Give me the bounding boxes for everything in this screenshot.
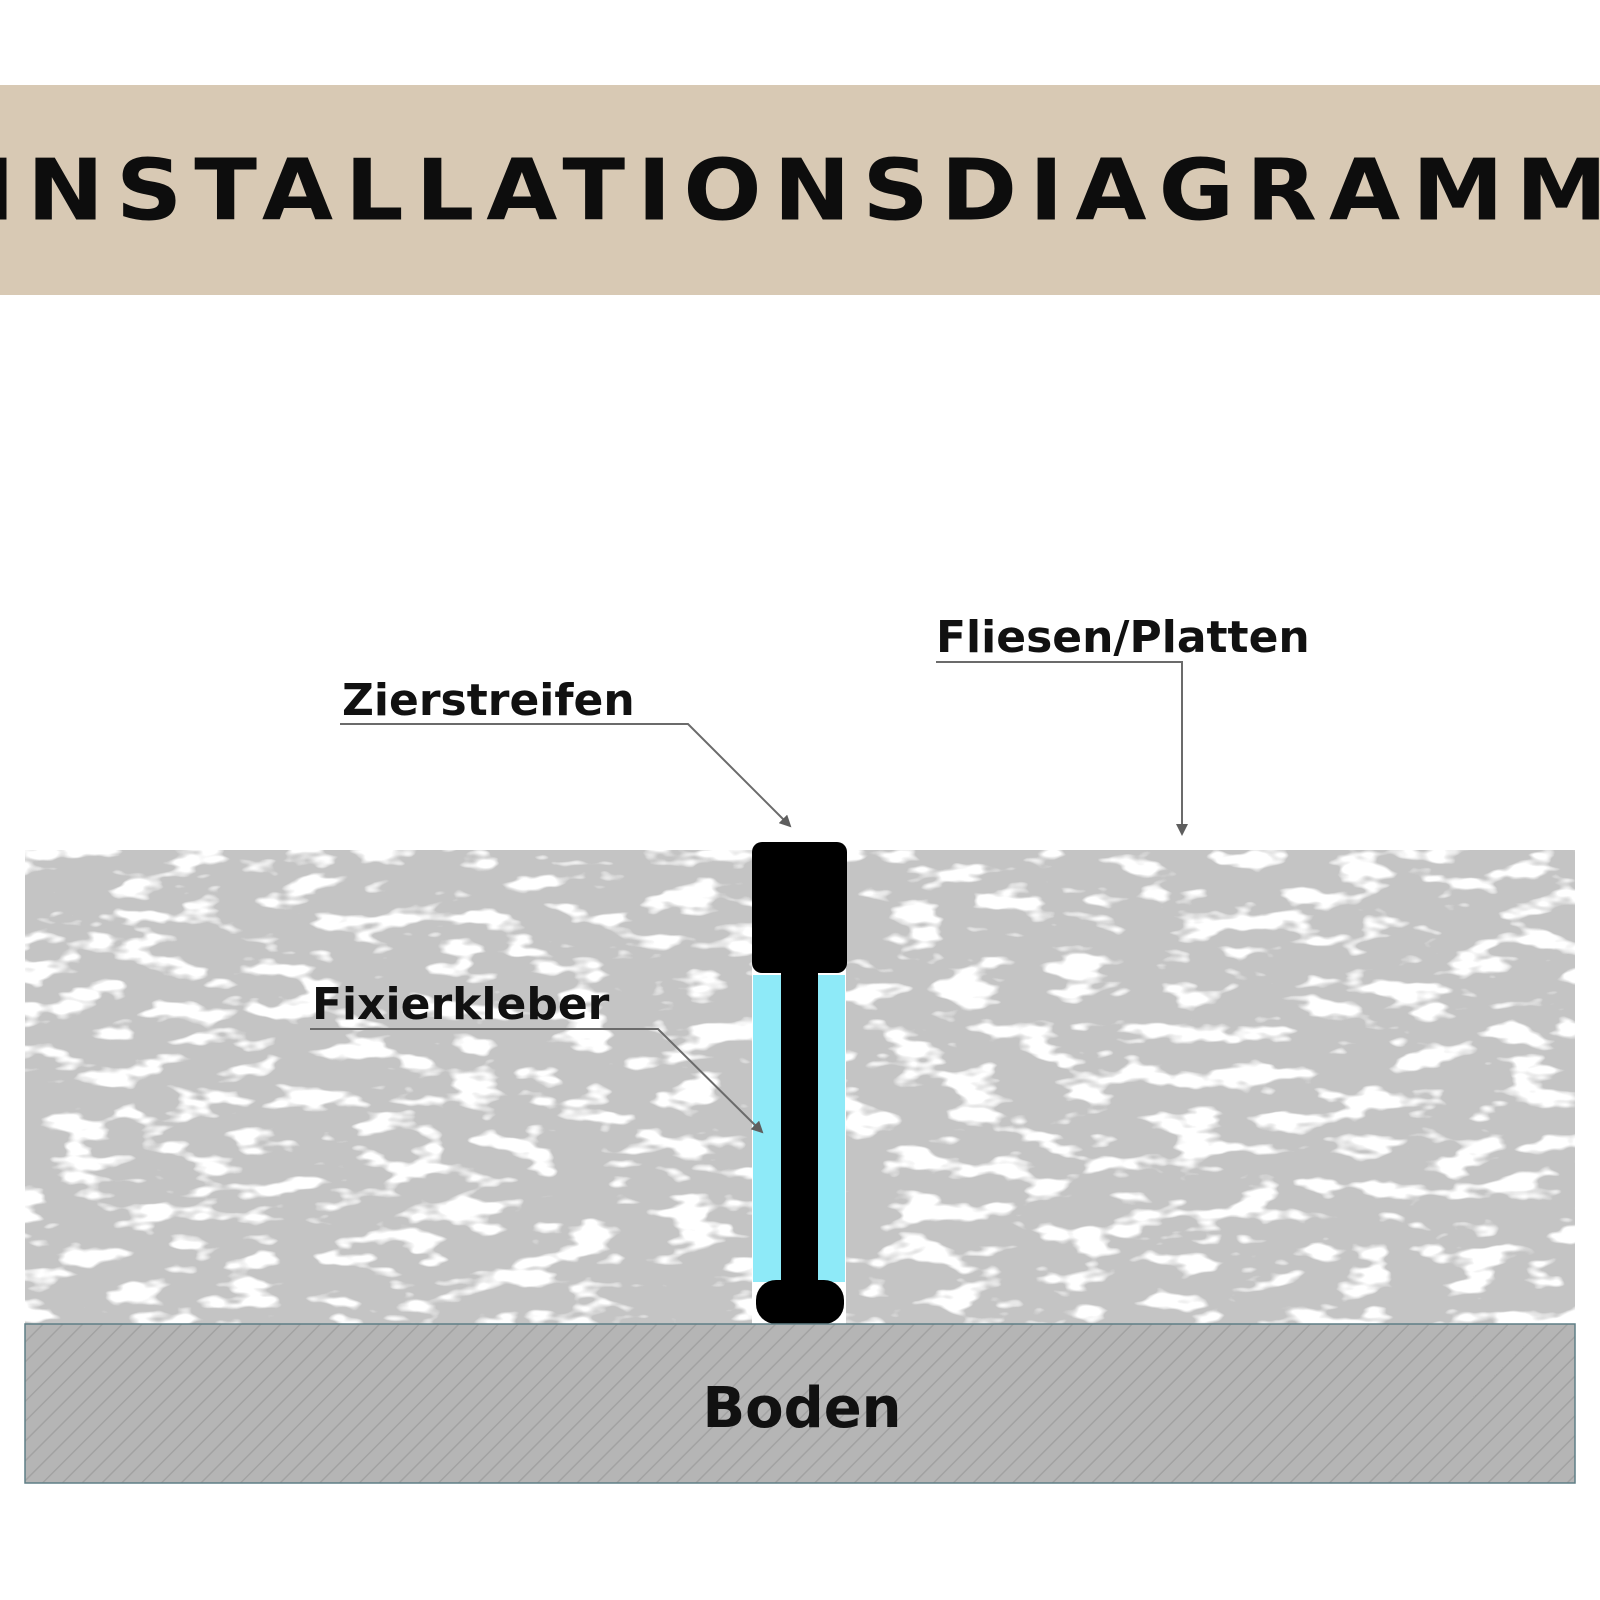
- tile-layer-right: [846, 850, 1575, 1324]
- label-strip: Zierstreifen: [342, 675, 635, 726]
- label-adhesive: Fixierkleber: [312, 979, 610, 1030]
- leader-tiles: [936, 661, 1188, 836]
- leader-strip: [340, 723, 792, 828]
- floor-layer: [24, 1323, 1576, 1484]
- t-profile-strip-icon: [752, 842, 847, 1324]
- title-banner: INSTALLATIONSDIAGRAMM: [0, 85, 1600, 295]
- page-title: INSTALLATIONSDIAGRAMM: [0, 140, 1600, 240]
- tile-layer-left: [25, 850, 752, 1324]
- adhesive-right: [813, 975, 845, 1282]
- label-floor: Boden: [702, 1376, 901, 1441]
- leader-adhesive: [310, 1028, 764, 1134]
- label-tiles: Fliesen/Platten: [936, 612, 1310, 663]
